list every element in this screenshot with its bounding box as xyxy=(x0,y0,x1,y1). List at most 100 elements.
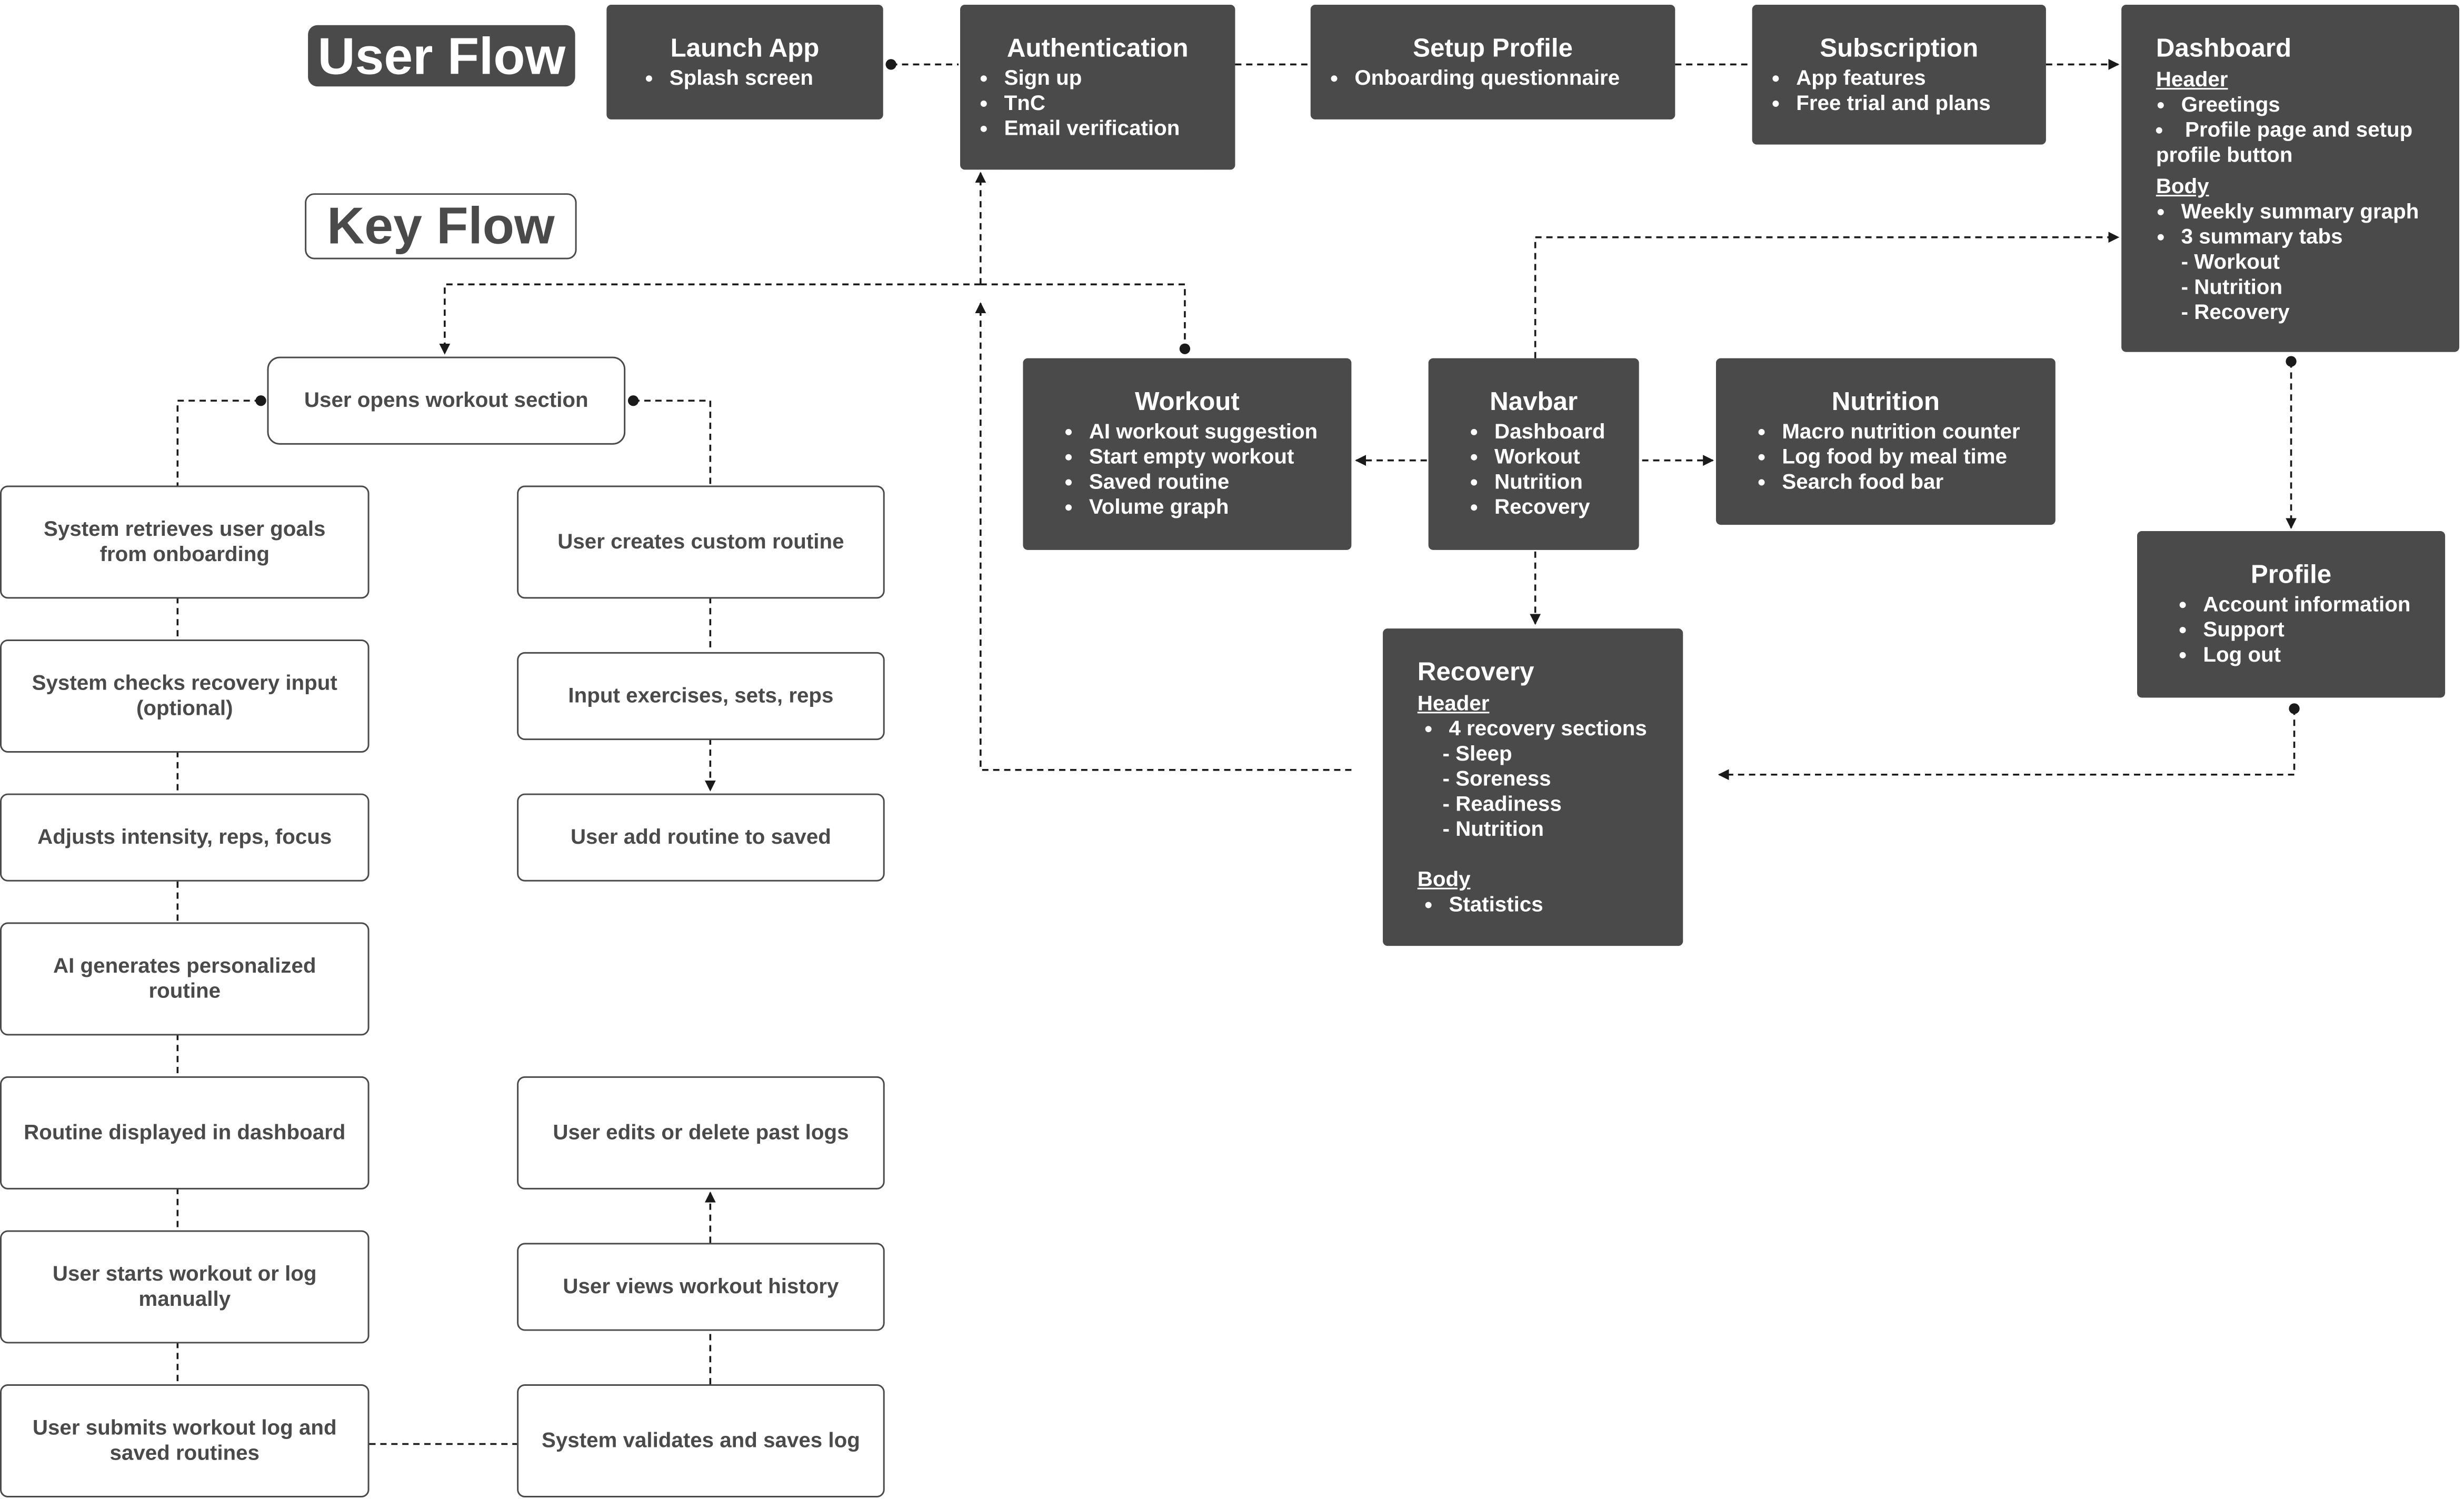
list-item: 3 summary tabs xyxy=(2181,225,2450,250)
subscription-node: Subscription App features Free trial and… xyxy=(1752,4,2046,145)
node-list: Splash screen xyxy=(606,66,883,91)
list-item: Recovery xyxy=(1494,495,1639,520)
key-flow-step: User creates custom routine xyxy=(517,485,885,599)
connector-recovery-hub xyxy=(975,302,1352,771)
node-list: Onboarding questionnaire xyxy=(1311,66,1675,91)
node-list: Account information Support Log out xyxy=(2137,592,2445,667)
list-item: Nutrition xyxy=(1494,470,1639,495)
node-title: Launch App xyxy=(670,34,820,63)
connector-dot xyxy=(1179,343,1191,354)
key-flow-step: System retrieves user goals from onboard… xyxy=(0,485,370,599)
list-item: AI workout suggestion xyxy=(1089,419,1352,445)
node-title: Profile xyxy=(2250,561,2332,589)
key-flow-step: AI generates personalized routine xyxy=(0,922,370,1036)
authentication-node: Authentication Sign up TnC Email verific… xyxy=(960,4,1235,170)
node-title: Setup Profile xyxy=(1413,34,1573,63)
node-title: Dashboard xyxy=(2156,34,2292,63)
key-flow-step: Adjusts intensity, reps, focus xyxy=(0,793,370,882)
node-list: Greetings Profile page and setup profile… xyxy=(2156,93,2450,168)
list-item: Log food by meal time xyxy=(1782,445,2055,470)
list-item: TnC xyxy=(1004,91,1235,116)
node-title: Authentication xyxy=(1006,34,1189,63)
list-item: Email verification xyxy=(1004,116,1235,142)
list-item: Onboarding questionnaire xyxy=(1354,66,1675,91)
connector-dot xyxy=(255,395,266,406)
list-item: Account information xyxy=(2203,592,2445,617)
list-item: App features xyxy=(1796,66,2046,91)
key-flow-step: Input exercises, sets, reps xyxy=(517,652,885,741)
section-label: Body xyxy=(1417,867,1471,891)
list-item: Profile page and setup profile button xyxy=(2156,118,2450,168)
connector-profile-recovery xyxy=(1718,708,2296,781)
node-list: 4 recovery sections xyxy=(1418,716,1674,742)
node-title: Subscription xyxy=(1820,34,1979,63)
list-item: - Nutrition xyxy=(2181,275,2283,299)
launch-app-node: Launch App Splash screen xyxy=(606,4,883,119)
section-label: Header xyxy=(1417,691,1490,715)
list-item: Workout xyxy=(1494,445,1639,470)
node-list: Statistics xyxy=(1418,893,1674,918)
connector-dot xyxy=(885,59,896,70)
key-flow-step: System validates and saves log xyxy=(517,1384,885,1497)
connector-start-left xyxy=(176,399,261,486)
list-item: Splash screen xyxy=(670,66,883,91)
recovery-node: Recovery Header 4 recovery sections - Sl… xyxy=(1383,628,1683,946)
key-flow-step: User starts workout or log manually xyxy=(0,1230,370,1344)
list-item: - Sleep xyxy=(1442,742,1512,765)
node-title: Nutrition xyxy=(1831,388,1940,417)
list-item: Greetings xyxy=(2181,93,2450,118)
connector-navbar-dashboard xyxy=(1534,232,2120,358)
list-item: 4 recovery sections xyxy=(1449,716,1673,742)
node-list: Macro nutrition counter Log food by meal… xyxy=(1716,419,2056,495)
connector-hub-keyflow xyxy=(439,283,981,355)
sub-list: - Workout - Nutrition - Recovery xyxy=(2156,250,2450,325)
list-item: - Workout xyxy=(2181,249,2280,274)
list-item: Sign up xyxy=(1004,66,1235,91)
key-flow-step: User add routine to saved xyxy=(517,793,885,882)
list-item: Volume graph xyxy=(1089,495,1352,520)
connector-hub-workout xyxy=(980,283,1186,349)
key-flow-step: User submits workout log and saved routi… xyxy=(0,1384,370,1497)
node-title: Workout xyxy=(1134,388,1240,417)
profile-node: Profile Account information Support Log … xyxy=(2137,531,2446,698)
list-item: - Recovery xyxy=(2181,300,2290,324)
sub-list: - Sleep - Soreness - Readiness - Nutriti… xyxy=(1418,742,1674,842)
node-list: Weekly summary graph 3 summary tabs xyxy=(2156,199,2450,250)
workout-node: Workout AI workout suggestion Start empt… xyxy=(1023,358,1352,550)
navbar-node: Navbar Dashboard Workout Nutrition Recov… xyxy=(1428,358,1639,550)
key-flow-start: User opens workout section xyxy=(267,356,626,445)
list-item: Saved routine xyxy=(1089,470,1352,495)
connector-start-right xyxy=(633,399,712,486)
list-item: Statistics xyxy=(1449,893,1673,918)
list-item: - Readiness xyxy=(1442,792,1562,816)
connector-dot xyxy=(627,395,639,406)
dashboard-node: Dashboard Header Greetings Profile page … xyxy=(2121,4,2459,352)
list-item: Log out xyxy=(2203,643,2445,668)
nutrition-node: Nutrition Macro nutrition counter Log fo… xyxy=(1715,358,2056,525)
setup-profile-node: Setup Profile Onboarding questionnaire xyxy=(1310,4,1675,119)
list-item: Support xyxy=(2203,617,2445,643)
node-list: App features Free trial and plans xyxy=(1752,66,2046,116)
section-label: Header xyxy=(2156,67,2228,92)
section-label: Body xyxy=(2156,174,2209,198)
list-item: - Nutrition xyxy=(1442,817,1544,841)
list-item: Macro nutrition counter xyxy=(1782,419,2055,445)
node-title: Recovery xyxy=(1417,658,1534,687)
node-list: Dashboard Workout Nutrition Recovery xyxy=(1429,419,1639,520)
key-flow-step: Routine displayed in dashboard xyxy=(0,1076,370,1190)
list-item: Weekly summary graph xyxy=(2181,199,2450,225)
node-list: Sign up TnC Email verification xyxy=(960,66,1235,141)
connector-dot xyxy=(2286,356,2297,367)
node-list: AI workout suggestion Start empty workou… xyxy=(1023,419,1351,520)
list-item: - Soreness xyxy=(1442,766,1551,791)
connector-dot xyxy=(2289,703,2300,714)
key-flow-title: Key Flow xyxy=(305,193,577,259)
list-item: Dashboard xyxy=(1494,419,1639,445)
key-flow-step: User edits or delete past logs xyxy=(517,1076,885,1190)
key-flow-step: User views workout history xyxy=(517,1243,885,1331)
key-flow-step: System checks recovery input (optional) xyxy=(0,639,370,753)
list-item: Free trial and plans xyxy=(1796,91,2046,116)
user-flow-title: User Flow xyxy=(308,25,575,87)
